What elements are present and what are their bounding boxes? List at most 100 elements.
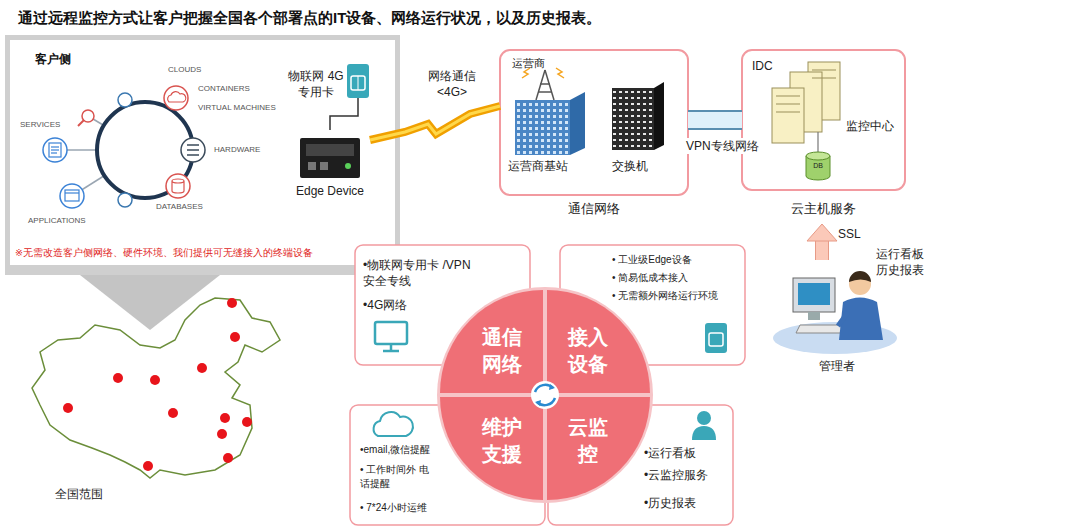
- node-text: •云监控服务: [644, 467, 708, 483]
- cycle-icon: [537, 398, 555, 405]
- network-box: [570, 92, 585, 155]
- label: CLOUDS: [168, 65, 201, 76]
- connector-line: [688, 112, 742, 128]
- manager: 管理者: [772, 262, 902, 380]
- cloud-host-box: [776, 104, 800, 105]
- hub-diagram: [43, 138, 67, 162]
- cloud-host-box: [812, 78, 836, 79]
- china-map: [143, 461, 153, 471]
- feature-icon: [390, 344, 393, 350]
- hub-diagram: [43, 86, 205, 208]
- node-text: 通信网络: [500, 200, 688, 218]
- hub-diagram: [51, 146, 59, 147]
- hub-diagram: [51, 149, 59, 150]
- connector: [370, 106, 500, 140]
- edge-device-icon: [306, 144, 354, 156]
- cycle-icon: [535, 385, 553, 392]
- cloud-host-box: [742, 50, 905, 190]
- hub-diagram: [65, 190, 79, 201]
- manager-figure: [808, 312, 820, 320]
- node-text: 接入 设备: [563, 324, 613, 378]
- edge-device: Edge Device: [290, 130, 370, 202]
- node-text: • 无需额外网络运行环境: [612, 289, 718, 303]
- china-map: [63, 298, 252, 471]
- label: HARDWARE: [214, 145, 260, 156]
- china-map: [197, 363, 207, 373]
- sim-card-icon: [347, 64, 369, 104]
- node-text: 通信 网络: [477, 324, 527, 378]
- quadrant-shape: [547, 290, 650, 393]
- edge-device-icon: [300, 138, 360, 178]
- cloud-host-box: [772, 88, 804, 143]
- hub-diagram: [118, 93, 132, 107]
- manager-figure: [798, 283, 830, 305]
- network-box: [538, 91, 552, 93]
- china-map: [32, 298, 280, 478]
- feature-icon: [383, 350, 399, 353]
- manager-figure: [839, 298, 883, 341]
- node-text: Edge Device: [290, 183, 370, 199]
- hub-diagram: [172, 179, 184, 193]
- edge-device-icon: [320, 162, 328, 170]
- hub-diagram: [187, 154, 199, 156]
- node-text: 物联网 4G专用卡: [287, 68, 345, 100]
- network-box: [515, 100, 570, 155]
- quadrant-shape: [440, 290, 543, 393]
- hub-diagram: [60, 184, 84, 208]
- feature-icon: [374, 412, 413, 436]
- node-text: • 7*24小时运维: [360, 501, 427, 515]
- edge-device-icon: [308, 162, 316, 170]
- node-text: ※无需改造客户侧网络、硬件环境、我们提供可无缝接入的终端设备: [15, 247, 313, 260]
- hub-diagram: [49, 143, 61, 157]
- cloud-host-box: [812, 70, 836, 71]
- edge-label: SSL: [838, 226, 861, 242]
- hub-diagram: [164, 86, 188, 110]
- label: 运营商基站: [508, 158, 568, 174]
- node-text: 客户侧: [35, 51, 71, 67]
- node-text: 管理者: [772, 358, 902, 374]
- china-map: [168, 408, 178, 418]
- cloud-host-box: [772, 62, 840, 143]
- feature-icon: [375, 322, 407, 344]
- feature-icon: [692, 426, 716, 440]
- network-box: [545, 70, 554, 100]
- quadrant: 维护 支援: [440, 397, 543, 500]
- node-text: •4G网络: [363, 297, 407, 313]
- cycle-icon: [535, 400, 541, 406]
- client-panel: [5, 35, 400, 275]
- network-box: [536, 70, 545, 100]
- edge-label: 网络通信 <4G>: [426, 68, 478, 100]
- quadrant: 云监 控: [547, 397, 650, 500]
- sim-card-icon: [358, 76, 359, 90]
- label: DATABASES: [156, 202, 203, 213]
- hub-diagram: [78, 120, 84, 126]
- node-text: •运行看板: [644, 445, 696, 461]
- feature-box: •物联网专用卡 /VPN安全专线•4G网络: [355, 245, 530, 365]
- china-map: [150, 375, 160, 385]
- connector: [688, 120, 742, 121]
- label: SERVICES: [20, 120, 60, 131]
- hub-diagram: [187, 145, 199, 155]
- connector-line: [815, 241, 829, 260]
- node-text: 维护 支援: [477, 414, 527, 468]
- quadrant: 通信 网络: [440, 290, 543, 393]
- network-box: 通信网络: [500, 50, 688, 220]
- manager-figure: [773, 271, 897, 354]
- edge-device-icon: [345, 163, 351, 169]
- network-box: [612, 88, 654, 150]
- china-map: [63, 403, 73, 413]
- manager-figure: [838, 312, 848, 326]
- feature-icon: [709, 333, 723, 346]
- label: VIRTUAL MACHINES: [198, 103, 276, 114]
- hub-diagram: [181, 138, 205, 162]
- connector-line: [688, 110, 742, 130]
- label: 运营商: [512, 56, 545, 71]
- feature-icon: [705, 323, 727, 353]
- manager-figure: [793, 278, 835, 312]
- network-box: [500, 50, 688, 195]
- node-text: 云监 控: [563, 414, 613, 468]
- quadrant-shape: [547, 397, 650, 500]
- feature-icon: [697, 411, 711, 425]
- node-text: • 工业级Edge设备: [612, 253, 692, 267]
- china-map: [230, 332, 240, 342]
